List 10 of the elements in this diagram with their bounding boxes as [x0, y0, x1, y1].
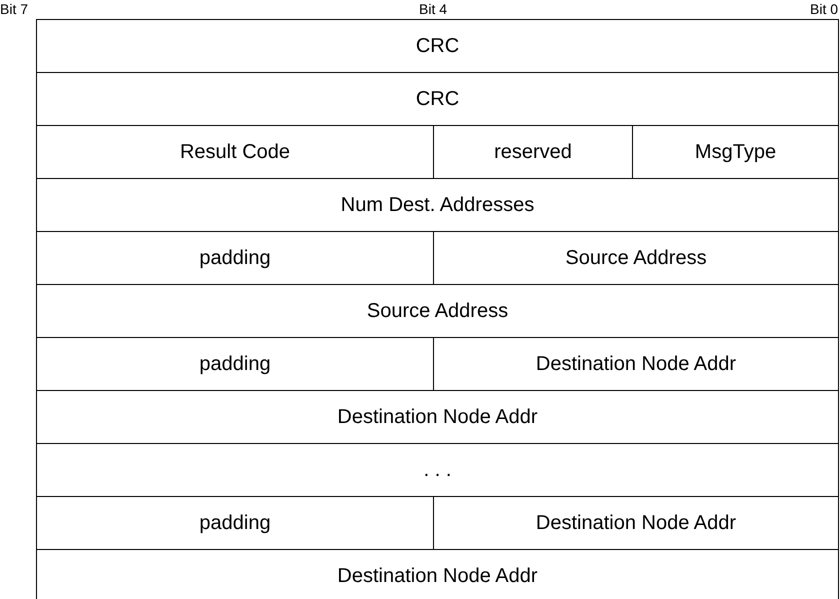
packet-field: Num Dest. Addresses: [36, 178, 839, 232]
packet-field: Destination Node Addr: [36, 390, 839, 444]
packet-field: . . .: [36, 443, 839, 497]
packet-field: CRC: [36, 72, 839, 126]
bit-label: Bit 4: [419, 1, 448, 17]
packet-field: Destination Node Addr: [36, 549, 839, 599]
bit-label: Bit 0: [810, 1, 838, 17]
packet-field: CRC: [36, 19, 839, 73]
packet-field: Source Address: [36, 284, 839, 338]
bit-label: Bit 7: [0, 1, 28, 17]
